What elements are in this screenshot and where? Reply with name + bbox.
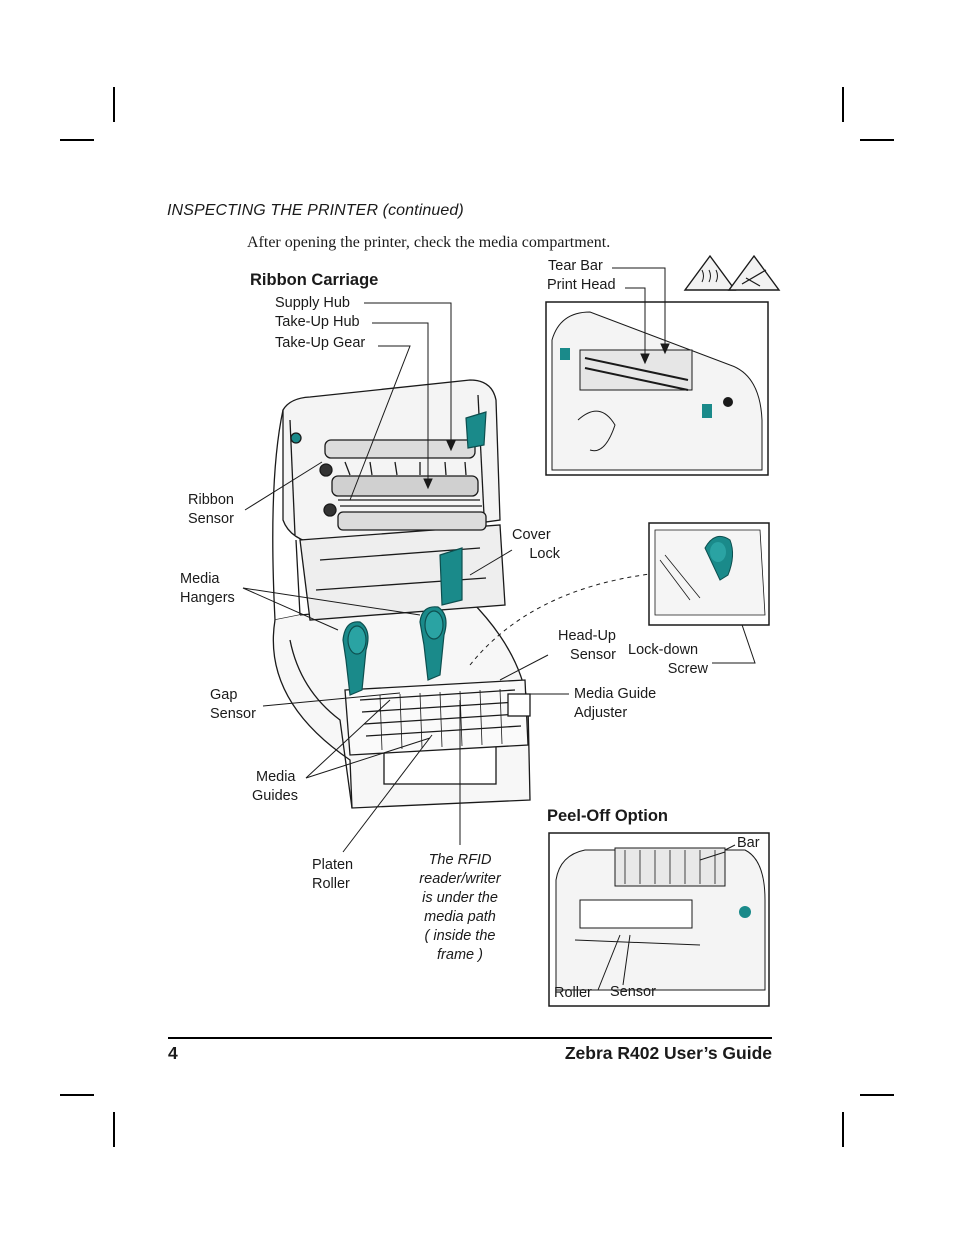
hot-surface-warning-icon bbox=[683, 254, 737, 291]
supply-hub-label: Supply Hub bbox=[275, 295, 350, 311]
ribbon-carriage-heading: Ribbon Carriage bbox=[250, 271, 379, 289]
bar-label: Bar bbox=[737, 835, 760, 851]
inset-connector bbox=[469, 573, 651, 666]
crop-mark bbox=[860, 139, 894, 141]
print-head-label: Print Head bbox=[547, 277, 616, 293]
sensor-label: Sensor bbox=[610, 984, 656, 1000]
media-guides-label: Media Guides bbox=[252, 769, 298, 804]
lock-down-screw-inset bbox=[648, 522, 770, 626]
crop-mark bbox=[842, 1112, 844, 1147]
print-head-inset bbox=[545, 301, 769, 476]
media-guide-adjuster-label: Media Guide Adjuster bbox=[574, 686, 657, 721]
printer-body bbox=[272, 379, 531, 809]
crop-mark bbox=[60, 1094, 94, 1096]
cover-lock-label: Cover Lock bbox=[512, 527, 560, 562]
section-title: INSPECTING THE PRINTER (continued) bbox=[167, 202, 464, 219]
take-up-hub-label: Take-Up Hub bbox=[275, 314, 360, 330]
peel-off-heading: Peel-Off Option bbox=[547, 807, 668, 825]
ribbon-sensor-label: Ribbon Sensor bbox=[188, 492, 234, 527]
rfid-note: The RFID reader/writer is under the medi… bbox=[419, 852, 501, 963]
tear-bar-lines bbox=[612, 267, 670, 365]
crop-mark bbox=[842, 87, 844, 122]
head-up-sensor-label: Head-Up Sensor bbox=[557, 628, 616, 663]
media-hangers-label: Media Hangers bbox=[180, 571, 235, 606]
media-hangers bbox=[342, 411, 487, 696]
peel-off-inset bbox=[548, 832, 770, 1007]
take-up-gear-label: Take-Up Gear bbox=[275, 335, 366, 351]
gap-sensor-label: Gap Sensor bbox=[210, 687, 256, 722]
footer-rule bbox=[168, 1037, 772, 1039]
crop-mark bbox=[113, 1112, 115, 1147]
crop-mark bbox=[860, 1094, 894, 1096]
roller-label: Roller bbox=[554, 985, 592, 1001]
platen-roller-label: Platen Roller bbox=[312, 857, 354, 892]
lock-down-screw-label: Lock-down Screw bbox=[628, 642, 708, 677]
intro-text: After opening the printer, check the med… bbox=[247, 234, 611, 251]
page-number: 4 bbox=[168, 1043, 178, 1063]
crop-mark bbox=[113, 87, 115, 122]
pinch-hazard-warning-icon bbox=[727, 254, 781, 291]
crop-mark bbox=[60, 139, 94, 141]
tear-bar-label: Tear Bar bbox=[548, 258, 603, 274]
guide-title: Zebra R402 User’s Guide bbox=[564, 1043, 772, 1063]
